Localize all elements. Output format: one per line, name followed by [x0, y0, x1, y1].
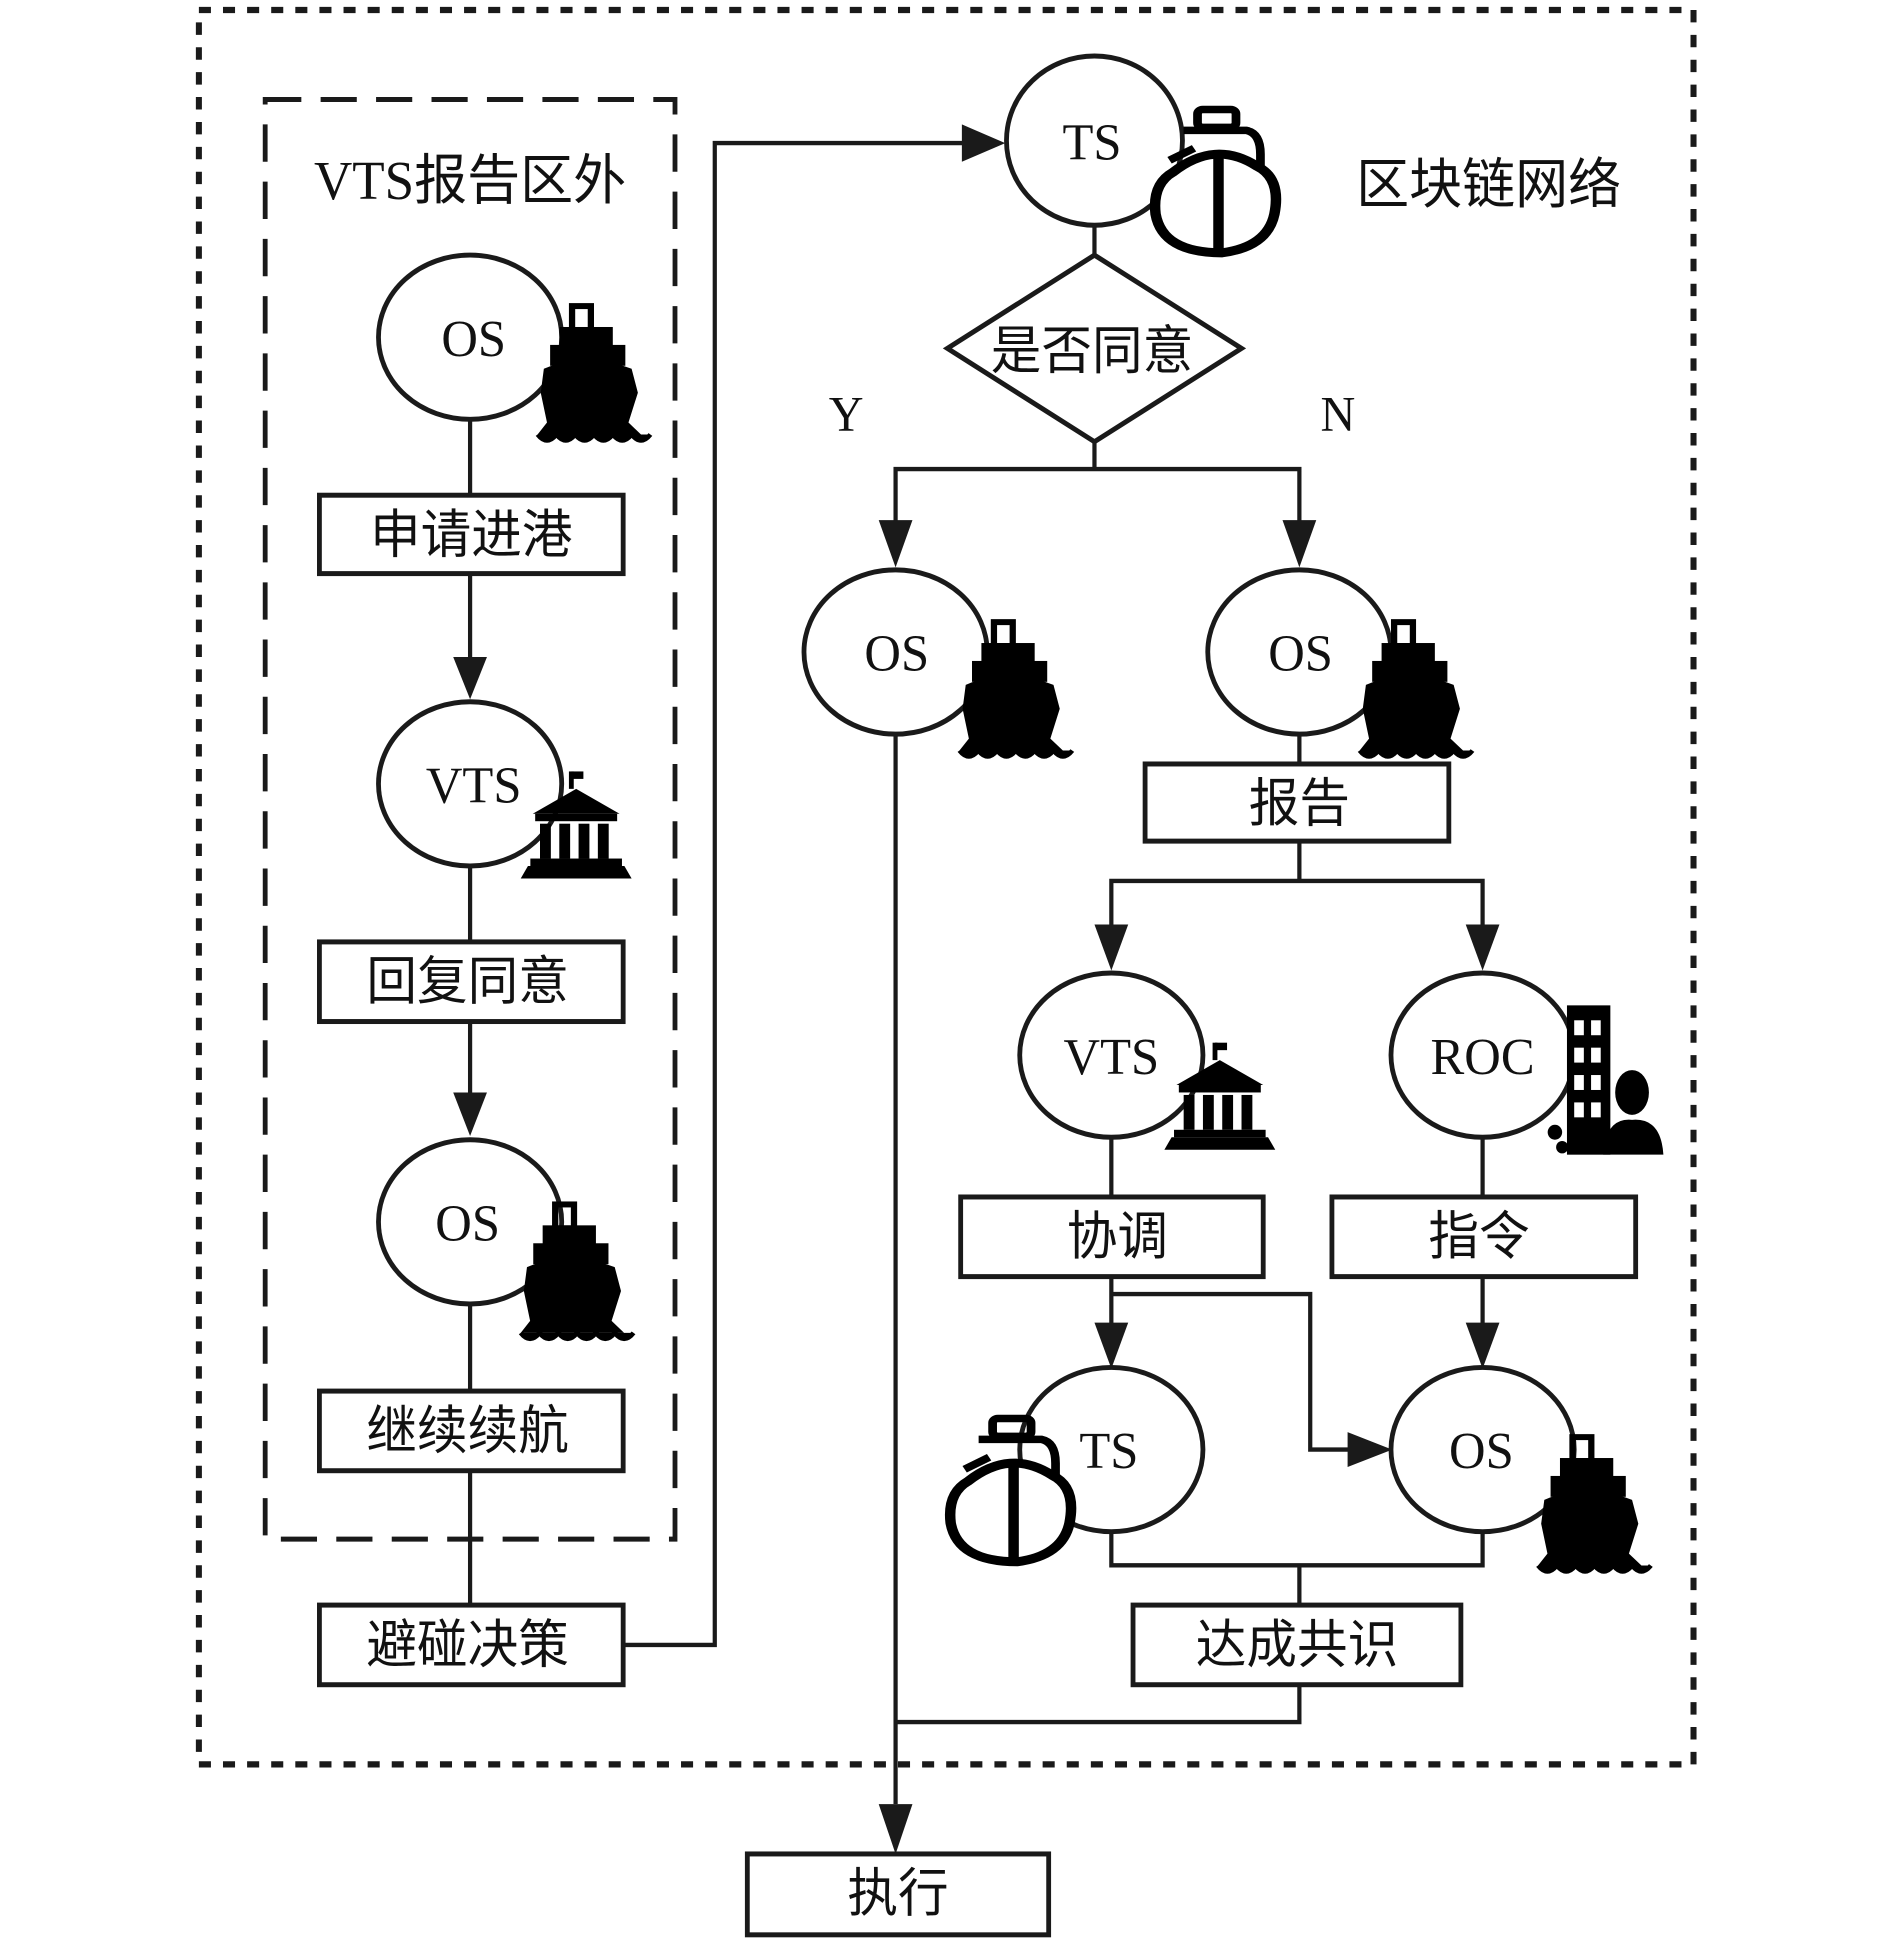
step-label: 指令: [1428, 1209, 1529, 1267]
blockchain-network-label: 区块链网络: [1356, 154, 1621, 215]
step-consensus: 达成共识: [1130, 1602, 1464, 1688]
node-label: TS: [1079, 1423, 1138, 1481]
node-label: VTS: [426, 757, 522, 815]
node-label: OS: [435, 1195, 500, 1253]
blockchain-network-region: [195, 6, 1697, 1768]
node-vts-left: VTS: [376, 699, 632, 879]
node-roc: ROC: [1388, 970, 1664, 1155]
node-label: OS: [441, 310, 506, 368]
node-os-2: OS: [376, 1137, 633, 1339]
node-os-no: OS: [1205, 567, 1473, 757]
node-os-yes: OS: [801, 567, 1072, 757]
right-connectors: [878, 225, 1500, 1854]
step-label: 申请进港: [370, 507, 572, 565]
step-label: 达成共识: [1196, 1617, 1398, 1675]
node-label: OS: [1268, 625, 1333, 683]
step-label: 执行: [847, 1865, 948, 1923]
node-label: TS: [1063, 114, 1122, 172]
outside-vts-area-label: VTS报告区外: [314, 150, 626, 211]
step-instruct: 指令: [1329, 1194, 1639, 1280]
step-label: 协调: [1067, 1209, 1168, 1267]
step-label: 继续续航: [366, 1403, 568, 1461]
step-collision-decision: 避碰决策: [317, 1602, 626, 1688]
node-label: ROC: [1431, 1028, 1535, 1086]
branch-yes-label: Y: [829, 386, 864, 442]
node-os-1: OS: [376, 252, 650, 440]
branch-no-label: N: [1321, 386, 1356, 442]
left-connectors: [453, 124, 1006, 1648]
step-label: 报告: [1249, 776, 1350, 834]
step-execute: 执行: [744, 1851, 1052, 1938]
node-label: VTS: [1064, 1028, 1160, 1086]
node-os-bottom: OS: [1388, 1364, 1651, 1571]
node-ts-top: TS: [1004, 53, 1276, 253]
decision-label: 是否同意: [991, 323, 1193, 381]
step-coordinate: 协调: [958, 1194, 1266, 1280]
node-ts-bottom: TS: [950, 1364, 1206, 1561]
step-apply-entry: 申请进港: [317, 492, 626, 577]
step-continue-voyage: 继续续航: [317, 1388, 626, 1474]
decision-agree: 是否同意: [942, 252, 1247, 445]
step-reply-agree: 回复同意: [317, 939, 626, 1025]
step-label: 避碰决策: [366, 1617, 568, 1675]
step-report: 报告: [1142, 761, 1452, 844]
node-label: OS: [864, 625, 929, 683]
node-vts-right: VTS: [1017, 970, 1276, 1150]
step-label: 回复同意: [366, 953, 568, 1011]
node-label: OS: [1449, 1423, 1514, 1481]
